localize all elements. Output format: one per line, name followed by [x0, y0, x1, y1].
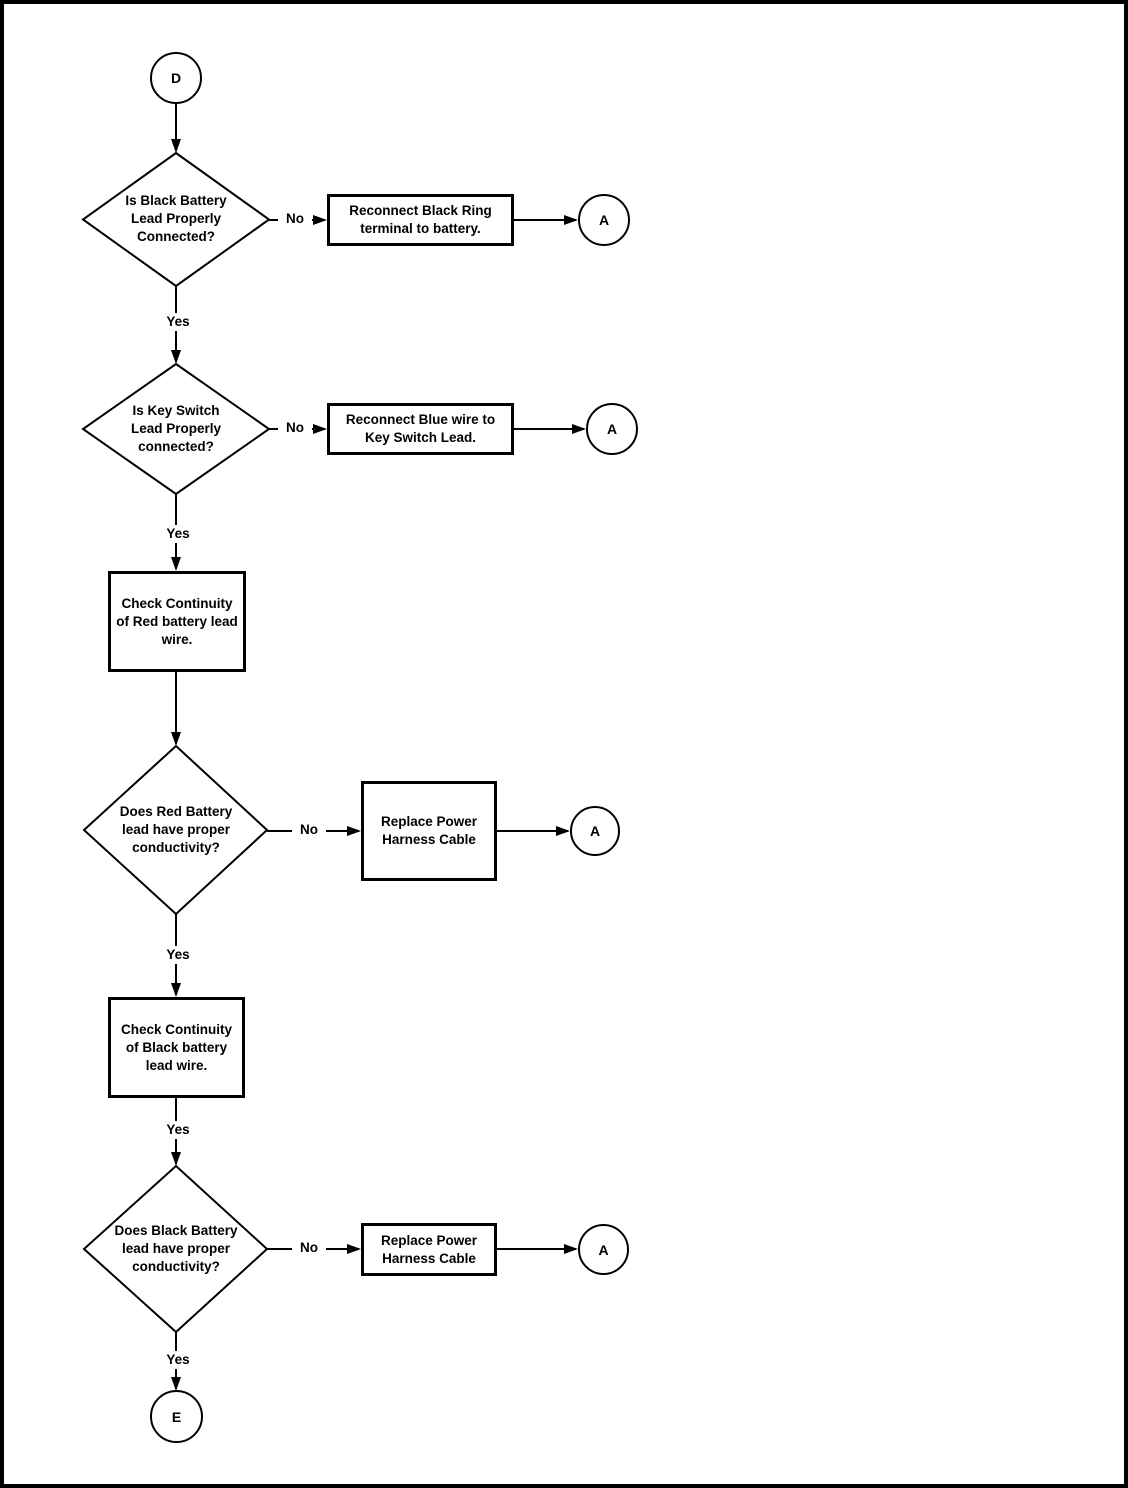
- decision-black-battery-lead-shape: [81, 151, 271, 288]
- arrowhead: [171, 732, 181, 746]
- process-line: Harness Cable: [382, 1250, 476, 1266]
- connector-a-label: A: [589, 823, 601, 839]
- connector-a-label: A: [606, 421, 618, 437]
- process-replace-harness-box-2: Replace Power Harness Cable: [361, 1223, 497, 1276]
- process-reconnect-black-ring-box: Reconnect Black Ring terminal to battery…: [327, 194, 514, 246]
- arrowhead: [564, 1244, 578, 1254]
- decision-black-conductivity-shape: [82, 1164, 269, 1334]
- process-line: Check Continuity: [120, 1021, 232, 1037]
- process-line: of Black battery: [125, 1039, 228, 1055]
- decision-key-switch-lead-shape: [81, 362, 271, 496]
- process-line: wire.: [161, 631, 193, 647]
- process-line: Reconnect Blue wire to: [345, 412, 496, 427]
- process-check-black-lead-box: Check Continuity of Black battery lead w…: [108, 997, 245, 1098]
- no-label-3: No: [292, 821, 326, 839]
- decision-red-conductivity-shape: [82, 744, 269, 916]
- process-reconnect-blue-wire-box: Reconnect Blue wire to Key Switch Lead.: [327, 403, 514, 455]
- connector-circle-a-2: A: [586, 403, 638, 455]
- decision-red-conductivity-text: Does Red Battery lead have proper conduc…: [96, 803, 256, 857]
- connector-circle-a-1: A: [578, 194, 630, 246]
- decision-line: Lead Properly: [130, 211, 222, 226]
- arrowhead: [556, 826, 570, 836]
- arrowhead: [347, 826, 361, 836]
- decision-line: connected?: [138, 439, 214, 454]
- process-line: Check Continuity: [121, 595, 233, 611]
- connector-circle-d: D: [150, 52, 202, 104]
- process-line: Replace Power: [380, 1232, 478, 1248]
- decision-line: conductivity?: [132, 1259, 220, 1274]
- process-line: Harness Cable: [382, 832, 476, 847]
- arrowhead: [171, 350, 181, 364]
- process-line: Replace Power: [380, 814, 478, 829]
- connector-circle-e: E: [150, 1390, 203, 1443]
- decision-line: lead have proper: [121, 822, 231, 837]
- decision-line: Does Black Battery: [114, 1223, 238, 1238]
- flowchart-wires-svg: [81, 104, 586, 1391]
- no-label-1: No: [278, 210, 312, 228]
- connector-e-label: E: [171, 1408, 182, 1425]
- process-line: Reconnect Black Ring: [349, 203, 492, 218]
- connector-circle-a-3: A: [570, 806, 620, 856]
- arrowhead: [171, 1377, 181, 1391]
- yes-label-2: Yes: [156, 525, 200, 543]
- decision-key-switch-lead-text: Is Key Switch Lead Properly connected?: [96, 402, 256, 456]
- decision-line: conductivity?: [132, 840, 220, 855]
- arrowhead: [564, 215, 578, 225]
- connector-a-label: A: [598, 1241, 609, 1258]
- decision-black-battery-lead-text: Is Black Battery Lead Properly Connected…: [96, 192, 256, 246]
- connector-d-label: D: [170, 70, 182, 86]
- arrowhead: [171, 983, 181, 997]
- decision-black-conductivity-text: Does Black Battery lead have proper cond…: [96, 1222, 256, 1276]
- arrowhead: [572, 424, 586, 434]
- connector-circle-a-4: A: [578, 1224, 629, 1275]
- yes-label-4: Yes: [156, 1121, 200, 1139]
- arrowhead: [313, 424, 327, 434]
- process-replace-harness-box-1: Replace Power Harness Cable: [361, 781, 497, 881]
- process-check-red-lead-box: Check Continuity of Red battery lead wir…: [108, 571, 246, 672]
- arrowhead: [171, 1152, 181, 1166]
- yes-label-3: Yes: [156, 946, 200, 964]
- arrowhead: [171, 557, 181, 571]
- arrowhead: [313, 215, 327, 225]
- process-line: terminal to battery.: [360, 221, 481, 236]
- process-line: Key Switch Lead.: [364, 430, 477, 445]
- yes-label-5: Yes: [156, 1351, 200, 1369]
- process-line: lead wire.: [145, 1057, 208, 1073]
- connector-a-label: A: [598, 212, 610, 228]
- decision-line: Does Red Battery: [119, 804, 233, 819]
- no-label-2: No: [278, 419, 312, 437]
- decision-line: Is Black Battery: [125, 193, 227, 208]
- arrowhead: [171, 139, 181, 153]
- decision-line: Lead Properly: [130, 421, 222, 436]
- decision-line: Is Key Switch: [132, 403, 220, 418]
- decision-line: lead have proper: [121, 1241, 231, 1256]
- no-label-4: No: [292, 1239, 326, 1257]
- process-line: of Red battery lead: [116, 613, 238, 629]
- decision-line: Connected?: [136, 229, 215, 244]
- arrowhead: [347, 1244, 361, 1254]
- yes-label-1: Yes: [156, 313, 200, 331]
